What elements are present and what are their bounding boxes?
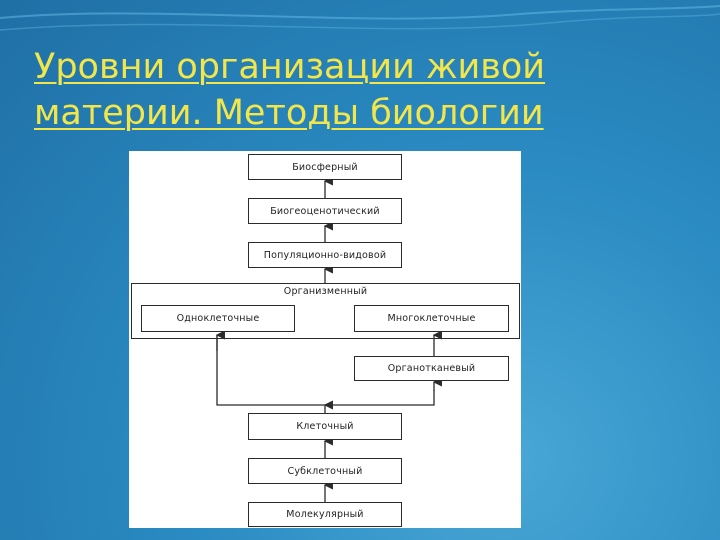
level-multicellular: Многоклеточные [354,305,509,332]
level-organismal-frame [131,283,520,339]
level-molecular: Молекулярный [248,502,402,527]
slide-title: Уровни организации живой материи. Методы… [34,44,654,136]
diagram-connectors [215,176,442,502]
background-wave [0,5,720,31]
level-population-species-label: Популяционно-видовой [263,249,387,261]
level-organismal-label: Организменный [283,286,368,297]
level-biosphere-label: Биосферный [292,161,358,173]
level-biosphere: Биосферный [248,154,402,180]
level-subcellular-label: Субклеточный [287,465,363,477]
level-subcellular: Субклеточный [248,458,402,484]
level-molecular-label: Молекулярный [286,509,364,520]
level-biogeocenotic: Биогеоценотический [248,198,402,224]
level-unicellular: Одноклеточные [141,305,295,332]
slide-title-line-1: Уровни организации живой [34,47,546,87]
level-multicellular-label: Многоклеточные [387,313,476,324]
level-population-species: Популяционно-видовой [248,242,402,268]
level-organ-tissue-label: Органотканевый [387,363,476,374]
level-unicellular-label: Одноклеточные [176,313,260,324]
level-organ-tissue: Органотканевый [354,356,509,381]
slide-title-line-2: материи. Методы биологии [34,93,544,133]
connector-branch [216,336,435,406]
level-cellular-label: Клеточный [296,421,354,432]
level-biogeocenotic-label: Биогеоценотический [270,205,380,217]
level-cellular: Клеточный [248,413,402,440]
levels-diagram: Биосферный Биогеоценотический Популяцион… [129,151,521,528]
